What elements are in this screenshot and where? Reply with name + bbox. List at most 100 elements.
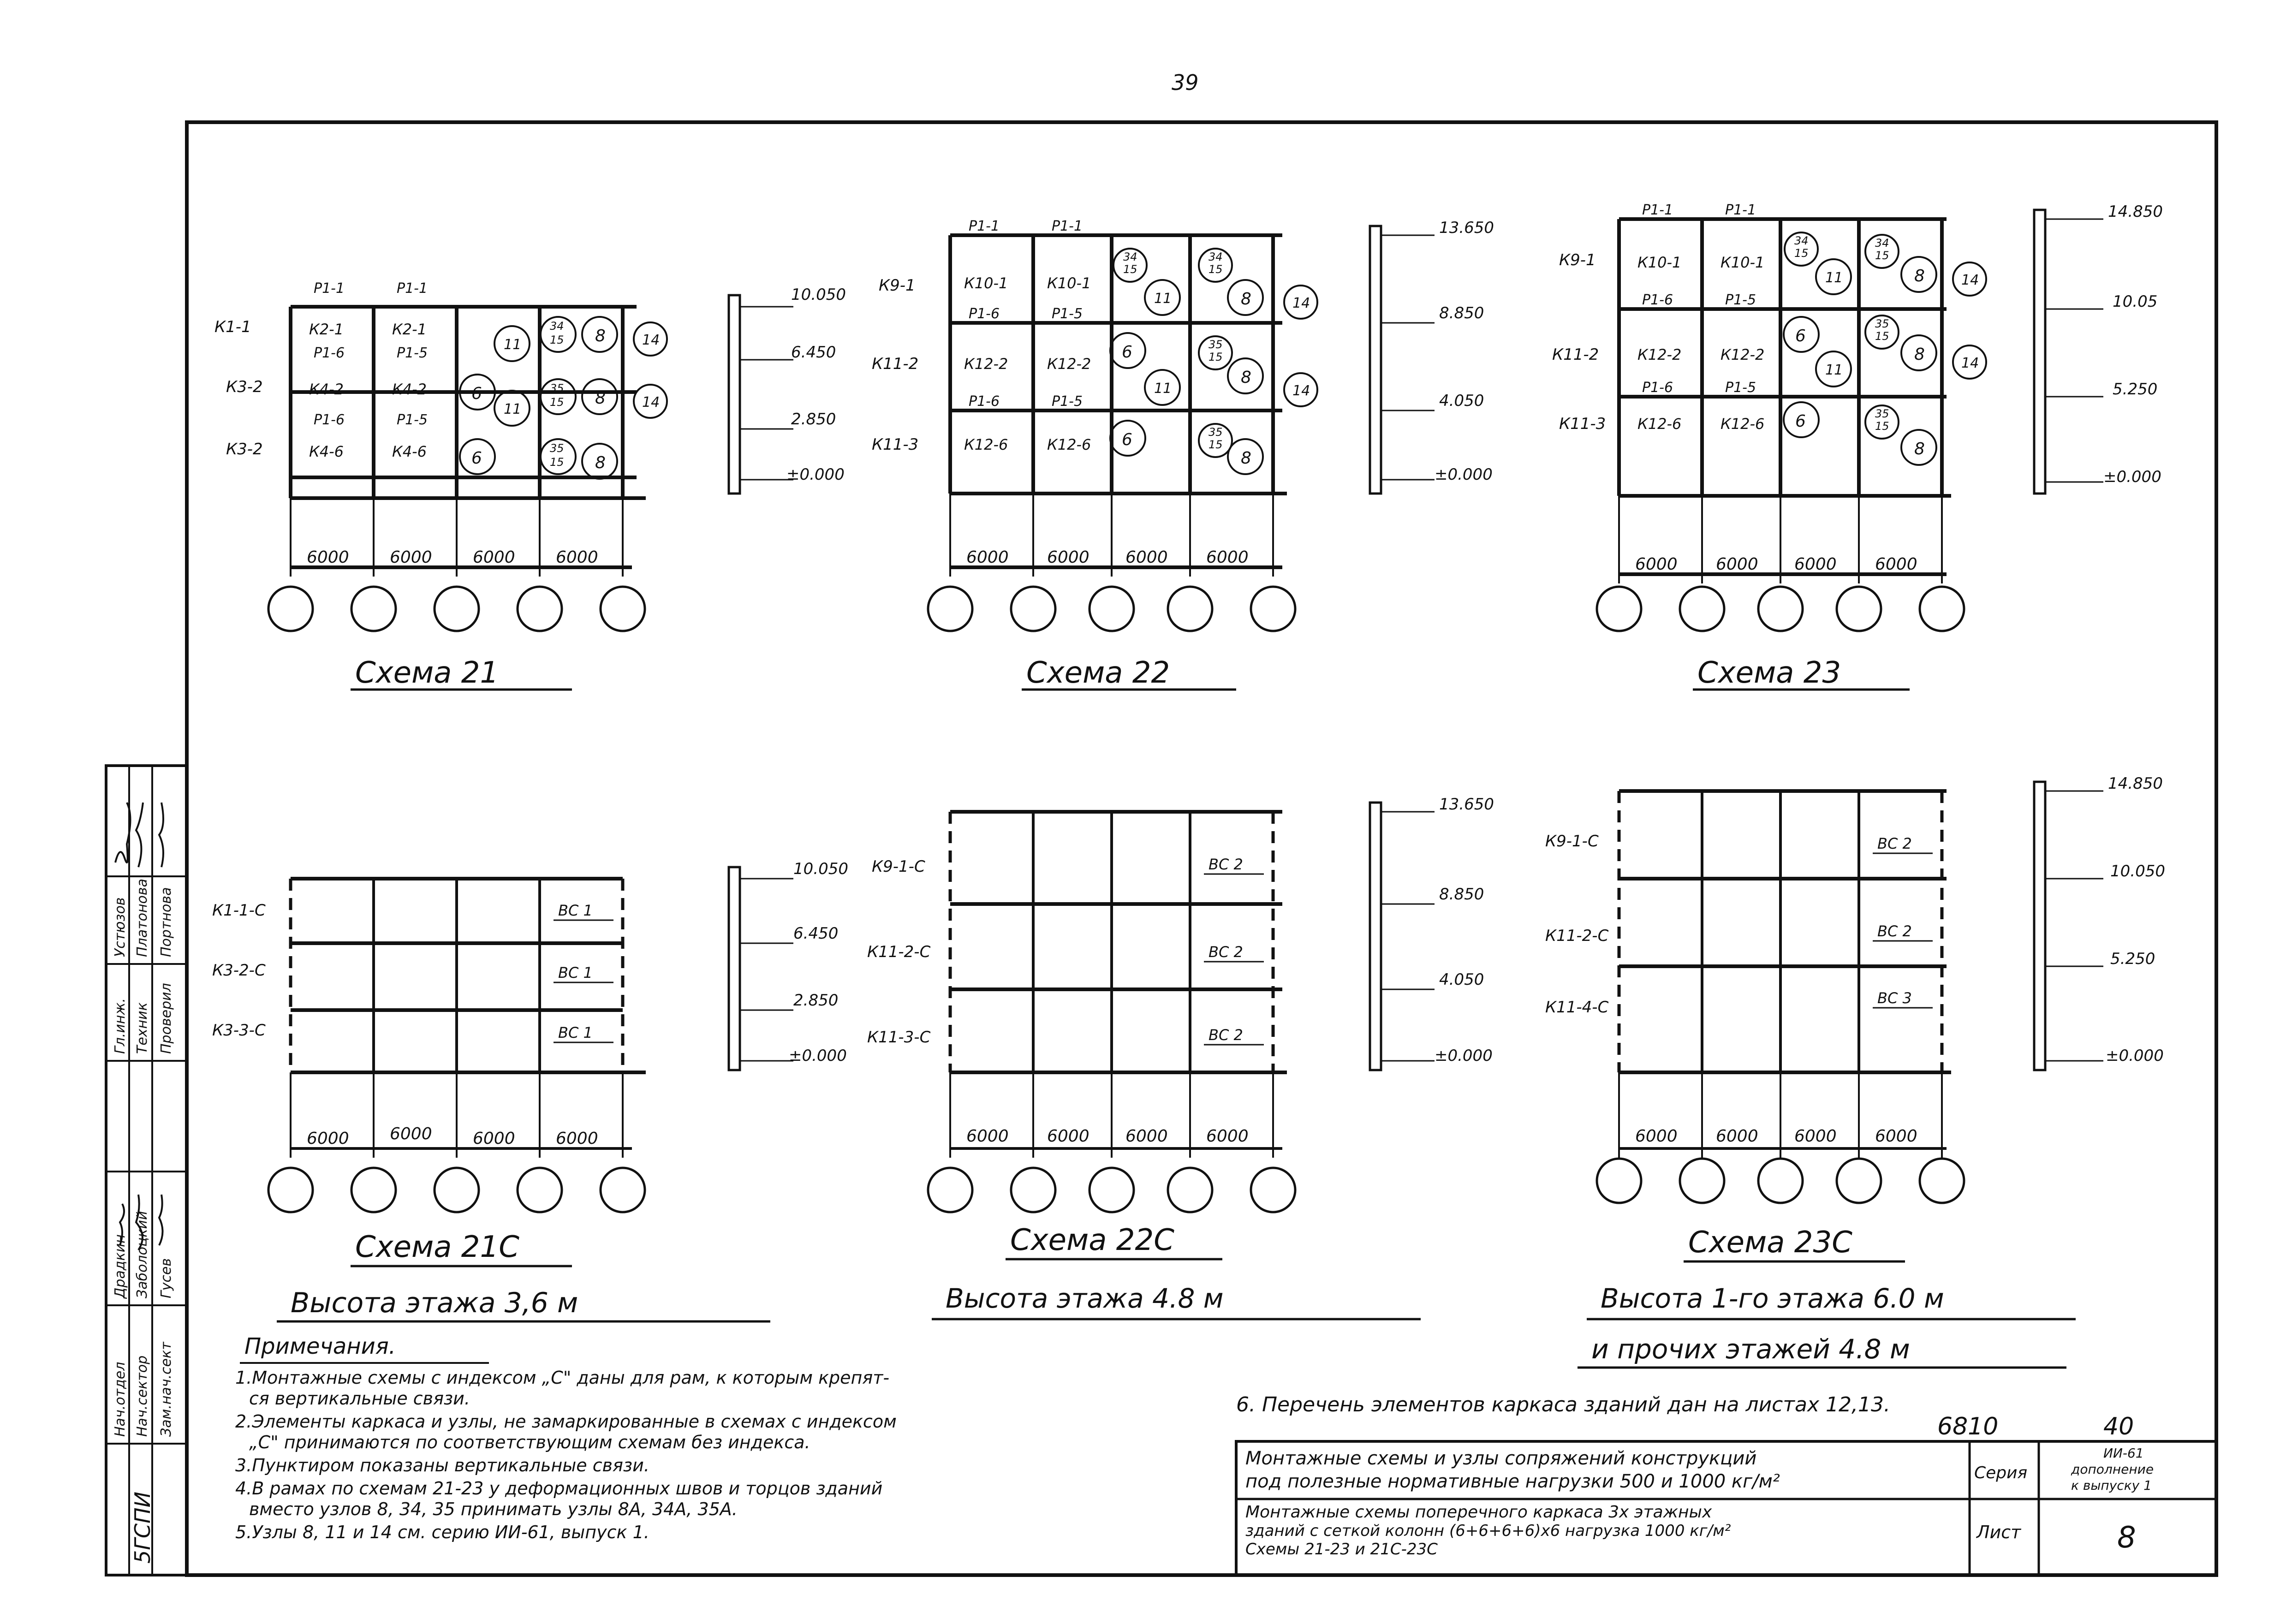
note-line: 4.В рамах по схемам 21-23 у деформационн…	[235, 1478, 882, 1499]
beam-label: Р1-1	[969, 218, 1000, 234]
level-mark: ±0.000	[789, 1047, 847, 1065]
series-label: Серия	[1974, 1463, 2027, 1482]
column-label: К2-1	[309, 321, 344, 338]
column-label: К2-1	[392, 321, 427, 338]
node-number: 15	[1875, 420, 1889, 433]
project-number: 6810	[1937, 1413, 1998, 1440]
height-note: Высота 1-го этажа 6.0 м	[1601, 1283, 1944, 1314]
frame-label: К9-1	[1559, 251, 1596, 269]
title-block: 6810 40 Монтажные схемы и узлы сопряжени…	[1235, 1413, 2218, 1576]
column-label: К12-2	[1720, 346, 1764, 363]
note-line: вместо узлов 8, 34, 35 принимать узлы 8А…	[249, 1499, 738, 1519]
height-note: Высота этажа 4.8 м	[946, 1283, 1224, 1314]
span-label: 6000	[556, 1129, 598, 1148]
stamp-role-4: Гл.инж.	[112, 998, 128, 1054]
note-line-6: 6. Перечень элементов каркаса зданий дан…	[1236, 1393, 1890, 1416]
bracing-label: ВС 2	[1209, 856, 1243, 873]
frame-label: К11-3-С	[867, 1028, 931, 1047]
notes-heading: Примечания.	[244, 1333, 396, 1359]
node-number: 8	[1914, 345, 1925, 364]
note-line: „С" принимаются по соответствующим схема…	[249, 1432, 810, 1452]
node-number: 15	[1209, 263, 1223, 276]
stamp-role-1: Нач.отдел	[112, 1362, 128, 1437]
scheme-21: 6000 6000 6000 6000 К1-1 К3-2 К3-2 Р1-1 …	[214, 280, 668, 691]
level-mark: 2.850	[793, 991, 838, 1010]
level-mark: 13.650	[1439, 219, 1494, 237]
bracing-label: ВС 3	[1877, 989, 1912, 1007]
node-number: 34	[1209, 250, 1223, 263]
frame-label: К9-1-С	[872, 857, 925, 876]
elevation-column-22c: 13.650 8.850 4.050 ±0.000	[1369, 795, 1494, 1071]
node-number: 15	[1123, 263, 1137, 276]
scheme-22c: 6000 6000 6000 6000 К9-1-С К11-2-С К11-3…	[867, 810, 1421, 1321]
frame-label: К1-1	[214, 318, 251, 336]
node-number: 15	[1794, 247, 1809, 260]
elevation-column-23: 14.850 10.05 5.250 ±0.000	[2033, 202, 2163, 495]
frame-label: К3-2	[226, 440, 263, 458]
node-number: 8	[595, 453, 606, 472]
beam-label: Р1-1	[1642, 202, 1673, 218]
node-number: 15	[1875, 249, 1889, 262]
scheme-title: Схема 21	[355, 656, 499, 690]
node-number: 6	[1122, 430, 1132, 449]
beam-label: Р1-5	[1052, 306, 1083, 322]
node-number: 11	[504, 337, 521, 353]
frame-label: К9-1-С	[1545, 832, 1599, 851]
bracing-label: ВС 2	[1877, 922, 1912, 940]
series-value: к выпуску 1	[2071, 1478, 2152, 1493]
level-mark: ±0.000	[2106, 1047, 2164, 1065]
node-number: 14	[1292, 383, 1310, 399]
node-number: 8	[595, 327, 606, 345]
height-note-2: и прочих этажей 4.8 м	[1591, 1333, 1910, 1365]
node-number: 35	[1875, 407, 1889, 420]
level-mark: 5.250	[2110, 950, 2155, 968]
node-number: 11	[1825, 270, 1843, 286]
title-desc-2b: зданий с сеткой колонн (6+6+6+6)х6 нагру…	[1245, 1522, 1731, 1540]
column-label: К4-2	[392, 381, 427, 398]
bracing-label: ВС 1	[558, 964, 593, 982]
beam-label: Р1-6	[969, 393, 1000, 410]
bracing-label: ВС 1	[558, 1024, 593, 1041]
scheme-23: 6000 6000 6000 6000 К9-1 К11-2 К11-3 Р1-…	[1552, 202, 1987, 691]
span-label: 6000	[1716, 1127, 1758, 1146]
level-mark: 14.850	[2108, 774, 2163, 793]
node-number: 8	[1241, 290, 1251, 309]
stamp-name-3: Гусев	[158, 1258, 174, 1298]
node-number: 34	[1123, 250, 1137, 263]
note-line: 2.Элементы каркаса и узлы, не замаркиров…	[235, 1411, 897, 1432]
span-label: 6000	[1875, 1127, 1917, 1146]
node-number: 14	[1961, 272, 1979, 288]
beam-label: Р1-6	[969, 306, 1000, 322]
beam-label: Р1-6	[1642, 292, 1673, 308]
beam-label: Р1-1	[1052, 218, 1083, 234]
series-value: дополнение	[2071, 1462, 2154, 1477]
beam-label: Р1-1	[314, 280, 345, 297]
node-number: 8	[1241, 368, 1251, 387]
node-number: 11	[504, 401, 521, 417]
beam-label: Р1-5	[1725, 380, 1756, 396]
node-number: 11	[1154, 291, 1172, 307]
beam-label: Р1-6	[314, 345, 345, 361]
bracing-label: ВС 2	[1877, 835, 1912, 852]
note-line: ся вертикальные связи.	[249, 1388, 470, 1409]
beam-label: Р1-5	[1725, 292, 1756, 308]
sheet-label: Лист	[1976, 1522, 2022, 1542]
scheme-21c: 6000 6000 6000 6000 К1-1-С К3-2-С К3-3-С…	[212, 877, 770, 1323]
span-label: 6000	[966, 1127, 1009, 1146]
frame-label: К11-3	[1559, 415, 1606, 433]
frame-label: К11-2-С	[867, 943, 931, 961]
span-label: 6000	[1125, 548, 1168, 567]
node-number: 11	[1825, 362, 1843, 378]
node-number: 35	[1875, 317, 1889, 330]
span-label: 6000	[1635, 1127, 1678, 1146]
column-label: К12-6	[1047, 436, 1091, 453]
scheme-title: Схема 23	[1697, 656, 1841, 690]
left-stamp: 5ГСПИ Нач.отдел Драдкин Нач.сектор Забол…	[105, 764, 188, 1576]
stamp-name-2: Заболоцкий	[134, 1211, 150, 1298]
beam-label: Р1-5	[397, 412, 428, 428]
frame-label: К11-3	[872, 435, 918, 454]
level-mark: 14.850	[2108, 202, 2163, 221]
span-label: 6000	[390, 548, 432, 567]
column-label: К12-6	[1720, 415, 1764, 433]
frame-label: К3-3-С	[212, 1021, 266, 1040]
